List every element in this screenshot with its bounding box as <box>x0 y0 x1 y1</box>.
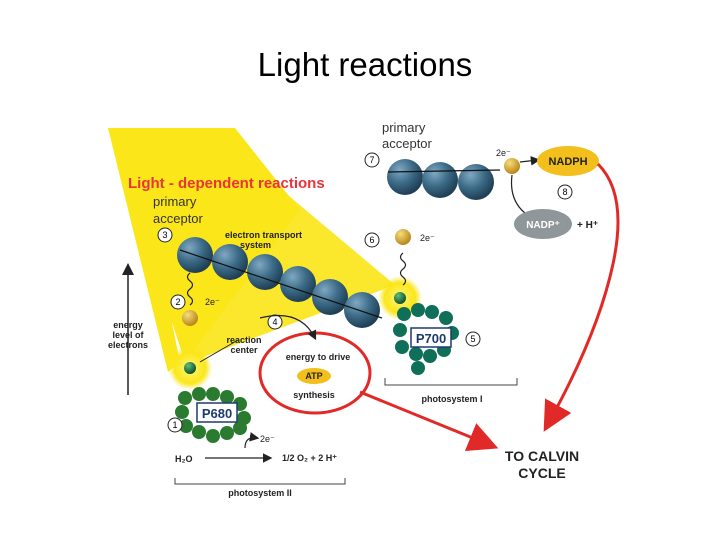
water-2e-label: 2e⁻ <box>260 434 275 444</box>
ps1-protein-1 <box>387 159 423 195</box>
nadph-badge <box>537 146 599 176</box>
ps2-label: photosystem II <box>228 488 292 498</box>
reaction-center-line2: center <box>230 345 258 355</box>
ps1-excitation-squiggle <box>399 252 407 286</box>
p700-label: P700 <box>416 331 446 346</box>
ps2-bracket <box>174 478 346 485</box>
etc-protein-2 <box>212 244 248 280</box>
reaction-center-pointer <box>199 339 239 363</box>
ps1-bracket <box>384 378 518 386</box>
calvin-label-line1: TO CALVIN <box>505 448 579 464</box>
reaction-center-line1: reaction <box>226 335 261 345</box>
ps1-2e-label: 2e⁻ <box>420 233 435 243</box>
svg-text:3: 3 <box>162 230 167 240</box>
electron-transport-chain <box>177 237 383 328</box>
water-split-arrow <box>244 432 260 449</box>
etc-protein-6 <box>344 292 380 328</box>
ps2-excitation-squiggle <box>186 272 194 306</box>
slide-title: Light reactions <box>257 46 473 83</box>
ps2-acceptor-label-line2: acceptor <box>153 211 204 226</box>
etc-protein-3 <box>247 254 283 290</box>
p700-cluster <box>393 303 459 375</box>
ps1-protein-2 <box>422 162 458 198</box>
atp-badge-text: ATP <box>305 371 322 381</box>
energy-axis-label-line2: level of <box>112 330 144 340</box>
atp-to-calvin-arrow <box>359 390 499 451</box>
p680-label: P680 <box>202 406 232 421</box>
atp-line1: energy to drive <box>286 352 351 362</box>
svg-text:2: 2 <box>175 297 180 307</box>
p680-cluster <box>175 387 251 443</box>
ps1-acceptor-label-line2: acceptor <box>382 136 433 151</box>
calvin-label-line2: CYCLE <box>518 465 565 481</box>
water-products: 1/2 O₂ + 2 H⁺ <box>282 453 337 463</box>
ps1-acceptor-chain <box>387 159 501 200</box>
step-badge-2: 2 <box>170 294 186 310</box>
acceptor-2e-label: 2e⁻ <box>496 148 511 158</box>
svg-text:4: 4 <box>272 317 277 327</box>
step-badge-7: 7 <box>364 152 380 168</box>
nadph-label: NADPH <box>548 156 587 168</box>
etc-label-line2: system <box>240 240 271 250</box>
nadp-plus-label: NADP⁺ <box>526 220 560 231</box>
ps1-label: photosystem I <box>421 394 482 404</box>
svg-text:5: 5 <box>470 334 475 344</box>
ps2-acceptor-label-line1: primary <box>153 194 197 209</box>
svg-text:7: 7 <box>369 155 374 165</box>
step-badge-8: 8 <box>557 184 573 200</box>
acceptor-electron <box>504 158 520 174</box>
step-badge-6: 6 <box>364 232 380 248</box>
atp-line3: synthesis <box>293 390 335 400</box>
nadp-plus-badge <box>514 209 572 239</box>
energy-axis: energy level of electrons <box>108 263 148 395</box>
atp-badge <box>297 368 331 384</box>
svg-text:6: 6 <box>369 235 374 245</box>
ps1-excited-electron <box>395 229 411 245</box>
water-label: H₂O <box>175 454 193 464</box>
step-badge-4: 4 <box>267 314 283 330</box>
svg-text:1: 1 <box>172 420 177 430</box>
p680-pigment <box>184 362 196 374</box>
etc-to-atp-arrow <box>259 314 317 341</box>
step-badge-5: 5 <box>465 331 481 347</box>
energy-axis-label-line1: energy <box>113 320 143 330</box>
etc-protein-5 <box>312 279 348 315</box>
etc-label-line1: electron transport <box>225 230 302 240</box>
p700-pigment <box>394 292 406 304</box>
step-badge-1: 1 <box>167 417 183 433</box>
step-badge-3: 3 <box>157 227 173 243</box>
ps1-protein-3 <box>458 164 494 200</box>
etc-protein-4 <box>280 266 316 302</box>
h-plus-label: + H⁺ <box>577 220 598 231</box>
ps2-2e-label: 2e⁻ <box>205 297 220 307</box>
energy-axis-label-line3: electrons <box>108 340 148 350</box>
ps1-acceptor-label-line1: primary <box>382 120 426 135</box>
svg-text:8: 8 <box>562 187 567 197</box>
ps2-excited-electron <box>182 310 198 326</box>
nadph-to-calvin-arrow <box>543 162 620 432</box>
diagram-heading: Light - dependent reactions <box>128 175 325 192</box>
